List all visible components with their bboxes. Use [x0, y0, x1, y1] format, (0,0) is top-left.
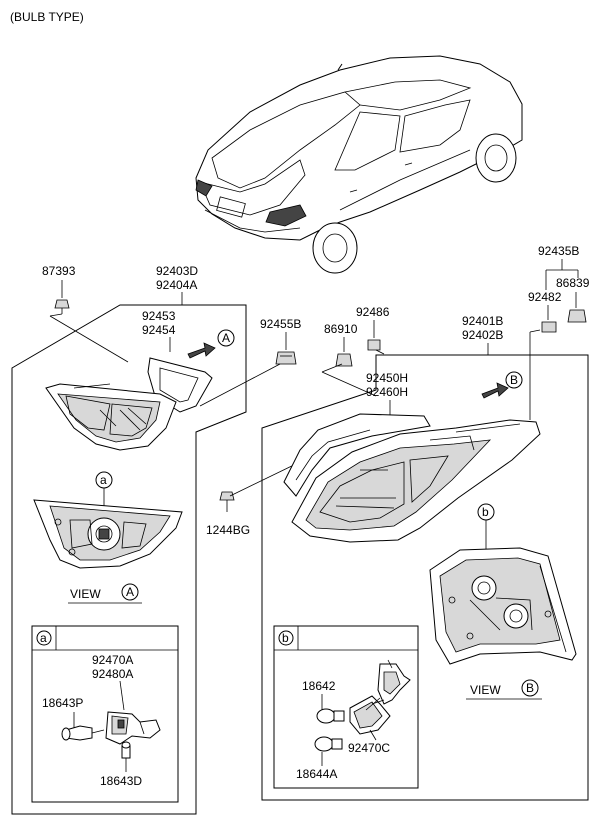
marker-A: A — [222, 331, 230, 345]
callout-92453: 92453 — [142, 309, 176, 323]
screw-87393 — [54, 299, 70, 314]
callout-18642: 18642 — [302, 679, 336, 693]
view-b-letter: B — [526, 681, 534, 695]
detail-b-tag: b — [282, 631, 289, 645]
marker-a: a — [100, 473, 107, 487]
frame-right-assembly — [261, 354, 589, 801]
view-a-lamp-back — [33, 499, 183, 569]
callout-92403D: 92403D — [156, 264, 198, 278]
outer-lamp-right — [291, 419, 541, 543]
view-a-letter: A — [126, 585, 134, 599]
callout-18643D: 18643D — [100, 774, 142, 788]
bulb-18644A — [314, 736, 343, 752]
car-illustration — [195, 55, 523, 274]
view-arrow-b — [481, 382, 509, 399]
bulb-18643P — [61, 725, 105, 741]
callout-92404A: 92404A — [156, 278, 197, 292]
callout-87393: 87393 — [42, 264, 76, 278]
view-b-circle — [521, 679, 539, 697]
view-b-label: VIEW — [470, 683, 501, 697]
diagram-title: (BULB TYPE) — [10, 10, 84, 24]
bulb-18643D — [121, 741, 131, 772]
grommet-92482 — [541, 321, 557, 333]
callout-92460H: 92460H — [366, 385, 408, 399]
callout-92482: 92482 — [528, 290, 562, 304]
callout-86910: 86910 — [324, 322, 358, 336]
bulb-18642 — [316, 708, 345, 724]
bolt-92486 — [367, 339, 381, 351]
detail-a-tag-circle — [36, 630, 52, 646]
screw-1244BG — [219, 491, 235, 512]
callout-92486: 92486 — [356, 305, 390, 319]
detail-b-tag-circle — [278, 630, 294, 646]
frame-left-assembly — [11, 304, 247, 815]
gasket-92450H — [283, 413, 431, 497]
callout-1244BG: 1244BG — [206, 523, 250, 537]
callout-18644A: 18644A — [296, 767, 337, 781]
callout-92450H: 92450H — [366, 371, 408, 385]
marker-b: b — [482, 505, 489, 519]
view-a-circle — [121, 583, 139, 601]
view-arrow-a — [187, 342, 216, 359]
view-a-label: VIEW — [70, 587, 101, 601]
callout-86839: 86839 — [556, 276, 590, 290]
detail-box-b — [273, 625, 419, 789]
callout-92401B: 92401B — [462, 314, 503, 328]
clip-92455B — [275, 351, 297, 365]
inner-lamp-left — [45, 383, 177, 451]
callout-92454: 92454 — [142, 323, 176, 337]
callout-92455B: 92455B — [260, 317, 301, 331]
marker-b-circle — [505, 371, 523, 389]
marker-B: B — [510, 373, 518, 387]
callout-92470A: 92470A — [92, 653, 133, 667]
callout-92435B: 92435B — [538, 244, 579, 258]
detail-box-a — [31, 625, 179, 803]
callout-18643P: 18643P — [42, 696, 83, 710]
view-b-lamp-back — [429, 547, 577, 665]
socket-92470A — [105, 711, 161, 745]
callout-92470C: 92470C — [348, 741, 390, 755]
socket-harness-92470C — [349, 659, 411, 735]
callout-92402B: 92402B — [462, 328, 503, 342]
marker-a-circle — [217, 329, 235, 347]
detail-a-tag: a — [40, 631, 47, 645]
nut-86839 — [567, 309, 587, 323]
nut-86910 — [335, 353, 353, 367]
callout-92480A: 92480A — [92, 667, 133, 681]
